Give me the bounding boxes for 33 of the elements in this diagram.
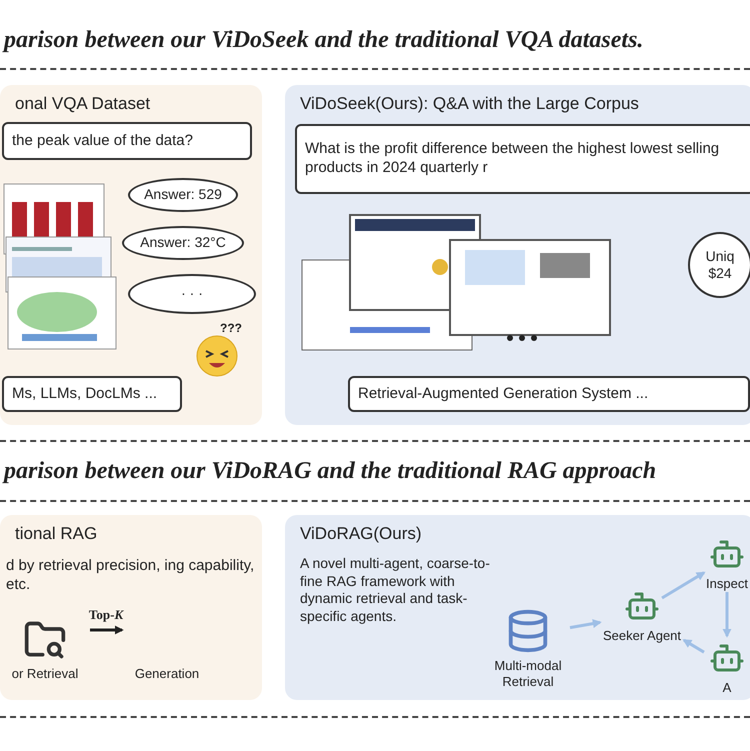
arrow — [661, 571, 706, 600]
arrow — [90, 626, 124, 634]
section-title: parison between our ViDoSeek and the traditional VQA datasets. — [4, 26, 644, 55]
panel-description: A novel multi-agent, coarse-to-fine RAG framework with dynamic retrieval and task-specific agents. — [300, 555, 491, 625]
agent-label: Seeker Agent — [602, 628, 682, 644]
arrow — [570, 619, 602, 630]
panel-description: d by retrieval precision, ing capability, etc. — [6, 557, 256, 594]
ours-panel — [285, 85, 750, 425]
agent-label: A — [722, 680, 732, 696]
speech-bubble: Answer: 32°C — [122, 226, 244, 260]
panel-heading: onal VQA Dataset — [15, 93, 150, 115]
section-title: parison between our ViDoRAG and the traditional RAG approach — [4, 457, 656, 486]
panel-heading: ViDoRAG(Ours) — [300, 523, 422, 545]
agent-label: Inspect — [706, 576, 748, 592]
question-box: the peak value of the data? — [2, 122, 252, 160]
rag-panel — [0, 515, 262, 700]
vidorag-panel — [285, 515, 750, 700]
generation-label: Generation — [134, 666, 200, 682]
system-box: Retrieval-Augmented Generation System ... — [348, 376, 750, 412]
question-box: What is the profit difference between the highest lowest selling products in 2024 quarterly r — [295, 124, 750, 194]
model-list-box: Ms, LLMs, DocLMs ... — [2, 376, 182, 412]
speech-bubble: · · · — [128, 274, 256, 314]
arrow — [682, 638, 705, 654]
retrieval-label: Multi-modal Retrieval — [493, 658, 563, 690]
speech-bubble: Answer: 529 — [128, 178, 238, 212]
speech-bubble: Uniq $24 — [688, 232, 750, 298]
confusion-marks: ??? — [220, 322, 242, 334]
panel-heading: ViDoSeek(Ours): Q&A with the Large Corpus — [300, 93, 639, 115]
retrieval-label: or Retrieval — [12, 666, 78, 682]
arrow — [722, 592, 732, 638]
panel-heading: tional RAG — [15, 523, 98, 545]
dataset-panel — [0, 85, 262, 425]
edge-label: Top-K — [86, 608, 126, 621]
